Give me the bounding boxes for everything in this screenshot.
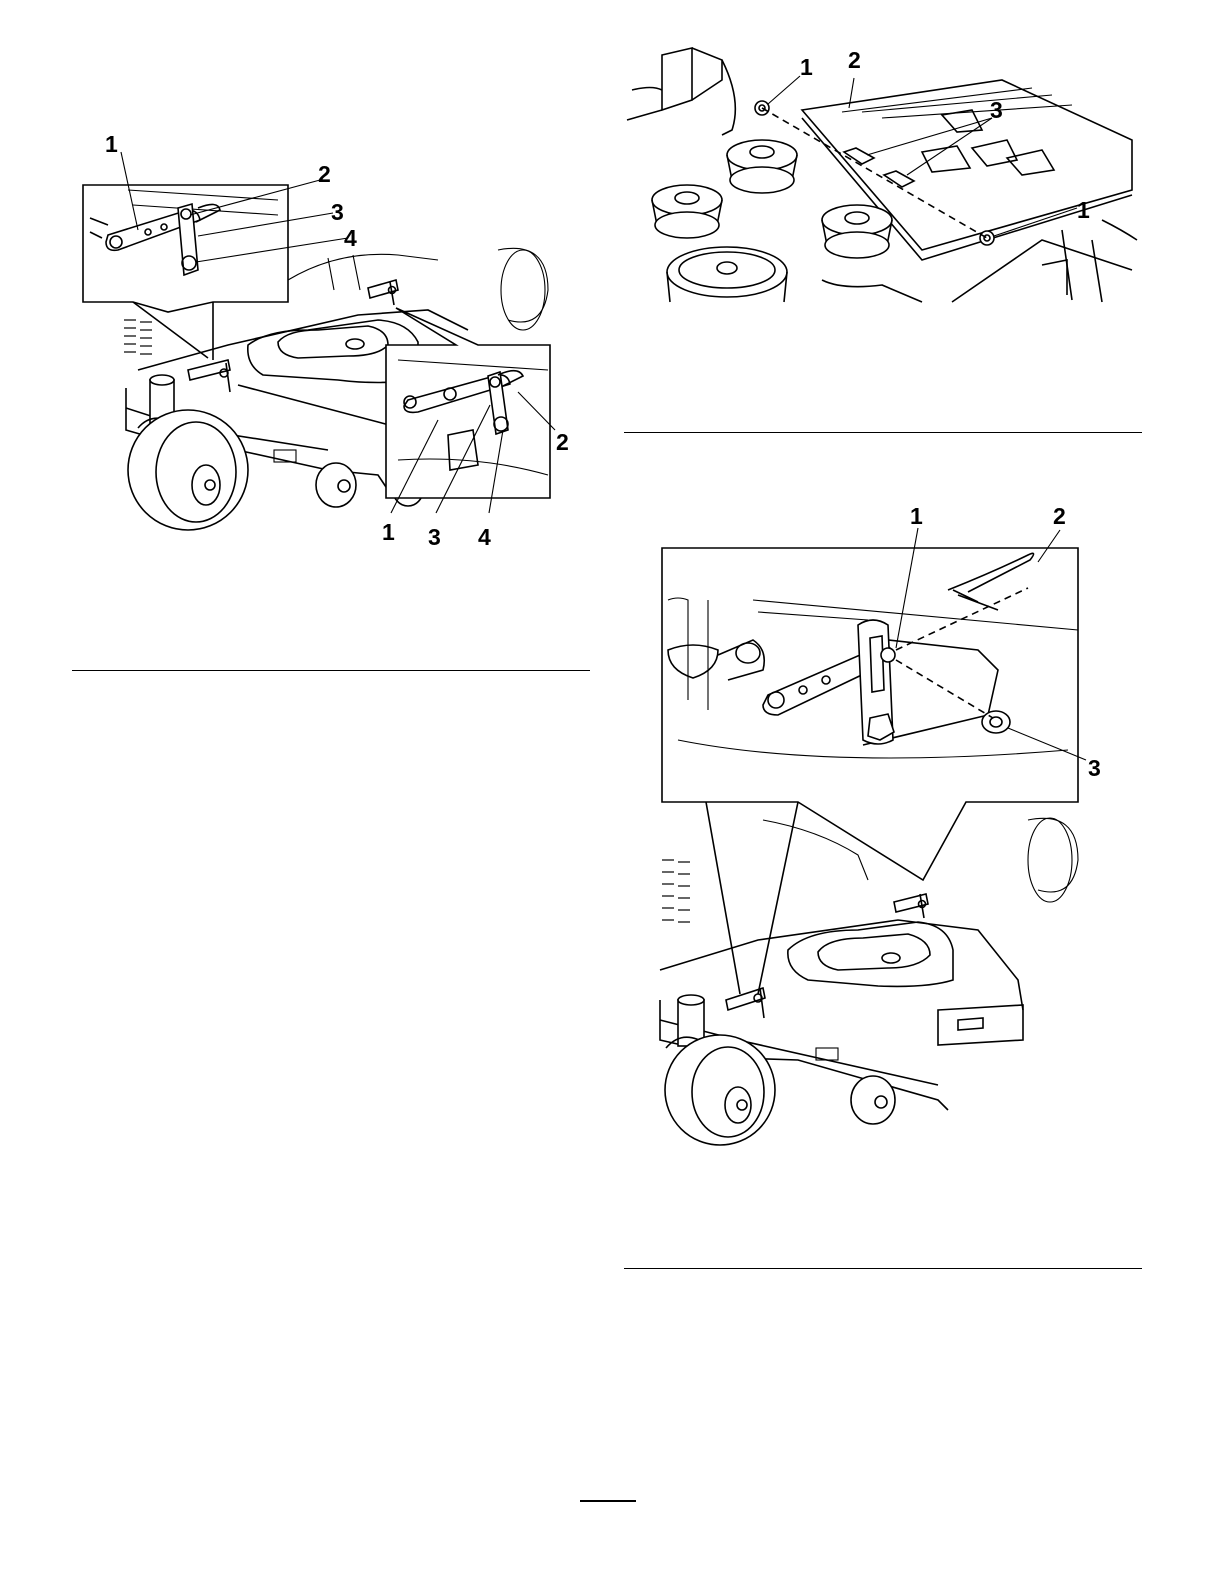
callout-3: 3 <box>1088 755 1101 781</box>
section-divider <box>72 670 590 671</box>
figure-deck-hanger-links-drawing: 1 2 3 4 2 1 3 4 <box>78 130 598 560</box>
callout-1: 1 <box>800 54 813 80</box>
section-divider <box>624 1268 1142 1269</box>
callout-1: 1 <box>910 503 923 529</box>
callout-2: 2 <box>1053 503 1066 529</box>
figure-baffle-hardware: 1 2 3 1 <box>622 40 1147 310</box>
page-number-mark <box>580 1500 636 1502</box>
callout-1: 1 <box>105 131 118 157</box>
callout-3: 3 <box>428 524 441 550</box>
figure-hanger-link-assembly: 1 2 3 <box>648 500 1118 1150</box>
callout-2: 2 <box>556 429 569 455</box>
callout-4: 4 <box>478 524 491 550</box>
section-divider <box>624 432 1142 433</box>
callout-1: 1 <box>382 519 395 545</box>
figure-deck-hanger-links: 1 2 3 4 2 1 3 4 <box>78 130 598 560</box>
callout-2: 2 <box>318 161 331 187</box>
figure-hanger-link-assembly-drawing: 1 2 3 <box>648 500 1118 1150</box>
callout-3: 3 <box>331 199 344 225</box>
callout-4: 4 <box>344 225 357 251</box>
callout-1: 1 <box>1077 197 1090 223</box>
callout-3: 3 <box>990 97 1003 123</box>
callout-2: 2 <box>848 47 861 73</box>
figure-baffle-hardware-drawing: 1 2 3 1 <box>622 40 1147 310</box>
